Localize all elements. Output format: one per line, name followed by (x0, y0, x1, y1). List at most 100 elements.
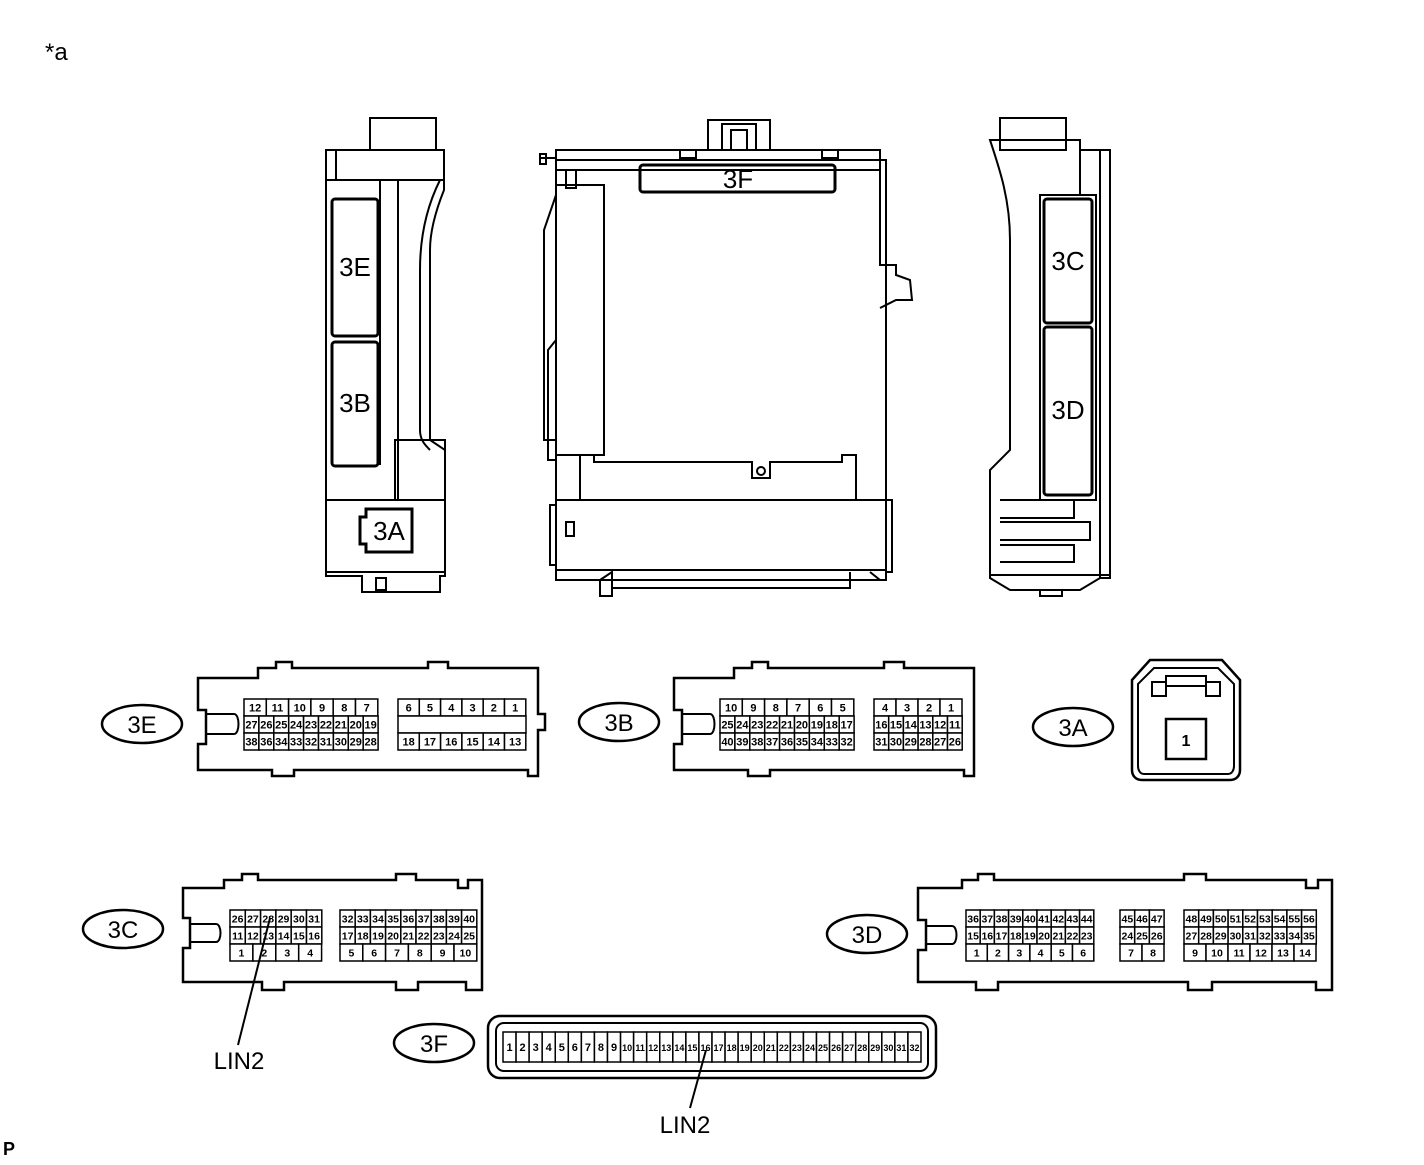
pin-3D-14: 14 (1299, 947, 1311, 959)
lin2-label-3C: LIN2 (214, 1048, 265, 1075)
pin-3D-13: 13 (1277, 947, 1289, 959)
pin-3D-50: 50 (1215, 913, 1227, 925)
pin-3F-2: 2 (520, 1042, 526, 1054)
port-3F-label: 3F (723, 164, 753, 194)
pin-3B-28: 28 (919, 736, 931, 748)
callout-3B (577, 701, 661, 743)
pin-3C-31: 31 (308, 913, 320, 925)
pin-3E-19: 19 (365, 719, 377, 731)
pin-3D-26: 26 (1151, 930, 1163, 942)
pin-3D-28: 28 (1200, 930, 1212, 942)
pin-3C-11: 11 (232, 930, 243, 942)
pin-3E-15: 15 (466, 736, 478, 748)
pin-3F-11: 11 (635, 1043, 645, 1053)
pin-3C-21: 21 (403, 930, 415, 942)
pin-3B-5: 5 (840, 702, 846, 714)
pin-3D-11: 11 (1233, 947, 1244, 959)
pin-3B-36: 36 (781, 736, 793, 748)
pin-3B-11: 11 (949, 719, 961, 731)
callout-3D-label: 3D (852, 922, 883, 949)
pin-3C-14: 14 (278, 930, 290, 942)
pin-3D-38: 38 (996, 913, 1008, 925)
pin-3B-17: 17 (841, 719, 853, 731)
pin-3B-12: 12 (934, 719, 946, 731)
pin-3D-40: 40 (1024, 913, 1036, 925)
pin-3C-7: 7 (394, 947, 400, 959)
port-3B-label: 3B (339, 388, 371, 418)
pin-3F-8: 8 (598, 1042, 604, 1054)
pin-3F-30: 30 (883, 1043, 893, 1053)
pin-3E-28: 28 (365, 736, 377, 748)
pin-3A-1: 1 (1182, 733, 1191, 750)
pin-3F-26: 26 (831, 1043, 841, 1053)
pin-3D-7: 7 (1128, 947, 1134, 959)
pin-3D-34: 34 (1288, 930, 1300, 942)
pin-3D-36: 36 (967, 913, 979, 925)
pin-3B-7: 7 (795, 702, 801, 714)
pin-3C-27: 27 (247, 913, 259, 925)
pin-3C-17: 17 (342, 930, 354, 942)
port-3D-outline (1042, 325, 1094, 497)
pin-3B-9: 9 (750, 702, 756, 714)
pin-3F-14: 14 (674, 1043, 684, 1053)
pin-3E-20: 20 (350, 719, 362, 731)
pin-3C-22: 22 (418, 930, 430, 942)
pin-3C-12: 12 (247, 930, 259, 942)
pin-3D-46: 46 (1136, 913, 1148, 925)
pin-3E-5: 5 (427, 702, 433, 714)
callout-3C (81, 908, 165, 950)
port-3B-outline (330, 340, 380, 468)
pin-3D-17: 17 (996, 930, 1008, 942)
pin-3E-2: 2 (491, 702, 497, 714)
pin-3E-9: 9 (319, 702, 325, 714)
pin-3D-49: 49 (1200, 913, 1212, 925)
pin-3D-12: 12 (1255, 947, 1267, 959)
ecu-left-side-view (325, 117, 446, 593)
pin-3C-29: 29 (278, 913, 290, 925)
callout-3F-label: 3F (420, 1031, 448, 1058)
pin-3E-38: 38 (245, 736, 257, 748)
footer-code: P (3, 1139, 15, 1159)
pin-3B-18: 18 (826, 719, 838, 731)
pin-3B-29: 29 (905, 736, 917, 748)
pin-3C-34: 34 (372, 913, 384, 925)
pin-3F-20: 20 (753, 1043, 763, 1053)
ecu-right-side-view (988, 117, 1111, 597)
pin-3C-6: 6 (371, 947, 377, 959)
pin-3F-5: 5 (559, 1042, 565, 1054)
pin-3C-24: 24 (448, 930, 460, 942)
pin-3E-34: 34 (275, 736, 288, 748)
pin-3D-3: 3 (1016, 947, 1022, 959)
pin-3C-10: 10 (460, 947, 472, 959)
pin-3C-4: 4 (307, 947, 313, 959)
pin-3B-32-box (838, 732, 855, 751)
pin-3F-25: 25 (818, 1043, 828, 1053)
pin-3F-24: 24 (805, 1043, 815, 1053)
port-3D-label: 3D (1051, 395, 1084, 425)
pin-3C-28: 28 (262, 913, 274, 925)
pin-3B-8: 8 (773, 702, 779, 714)
pin-3F-18: 18 (727, 1043, 737, 1053)
pin-3F-15: 15 (687, 1043, 697, 1053)
pin-3D-33: 33 (1274, 930, 1286, 942)
lin2-leader-3C (237, 917, 271, 1046)
pin-3F-23: 23 (792, 1043, 802, 1053)
pin-3D-15: 15 (967, 930, 979, 942)
pin-3D-19: 19 (1024, 930, 1036, 942)
pin-3C-3: 3 (284, 947, 290, 959)
pin-3D-9: 9 (1192, 947, 1198, 959)
pin-3E-29: 29 (350, 736, 362, 748)
pin-3E-11: 11 (272, 702, 284, 714)
pin-3F-31: 31 (896, 1043, 906, 1053)
pin-3F-16: 16 (700, 1043, 710, 1053)
pin-3E-21: 21 (335, 719, 347, 731)
pin-3B-6: 6 (817, 702, 823, 714)
pin-3E-30: 30 (335, 736, 347, 748)
pin-3C-36: 36 (403, 913, 415, 925)
pin-3D-8: 8 (1150, 947, 1156, 959)
pin-3B-30: 30 (890, 736, 902, 748)
pin-3D-21: 21 (1052, 930, 1064, 942)
